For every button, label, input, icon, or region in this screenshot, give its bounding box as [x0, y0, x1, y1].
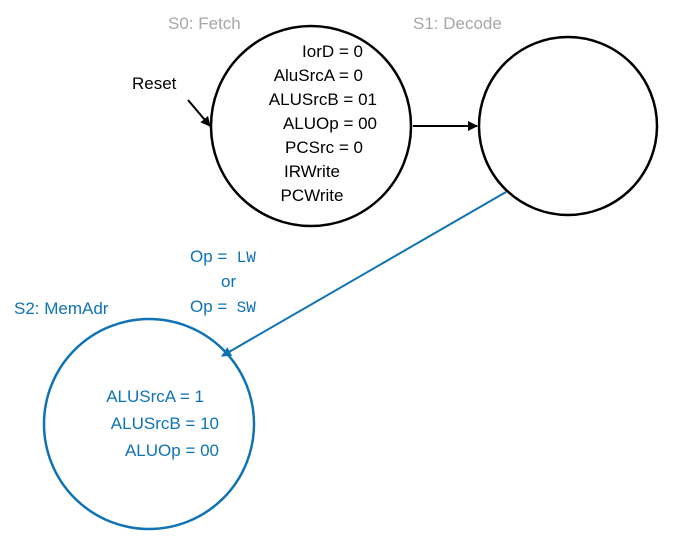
- op-label-1: Op =: [190, 247, 227, 266]
- state-label-s1: S1: Decode: [413, 14, 502, 33]
- op-value-lw: LW: [237, 249, 257, 267]
- op-label-2: Op =: [190, 297, 227, 316]
- state-label-s2: S2: MemAdr: [14, 299, 109, 318]
- state-circle-s1: [477, 35, 659, 217]
- s0-line-3: ALUSrcB = 01: [269, 90, 377, 109]
- reset-label: Reset: [132, 74, 177, 93]
- s2-line-1: ALUSrcA = 1: [106, 387, 204, 406]
- s0-line-1: IorD = 0: [302, 42, 363, 61]
- s0-line-6: IRWrite: [284, 162, 340, 181]
- transition-condition: Op = LW or Op = SW: [190, 247, 256, 317]
- s2-line-3: ALUOp = 00: [125, 441, 219, 460]
- s0-line-2: AluSrcA = 0: [274, 66, 363, 85]
- s0-line-4: ALUOp = 00: [283, 114, 377, 133]
- state-label-s0: S0: Fetch: [168, 14, 241, 33]
- condition-or: or: [221, 272, 236, 291]
- state-circle-s0: [209, 24, 413, 228]
- condition-line-3: Op = SW: [190, 297, 256, 317]
- s2-line-2: ALUSrcB = 10: [111, 414, 219, 433]
- state-circle-s2: [42, 317, 256, 531]
- transition-s1-s2: [221, 191, 507, 357]
- s0-line-7: PCWrite: [281, 186, 344, 205]
- op-value-sw: SW: [237, 299, 257, 317]
- condition-line-1: Op = LW: [190, 247, 256, 267]
- s0-line-5: PCSrc = 0: [285, 138, 363, 157]
- reset-arrow: [187, 99, 211, 127]
